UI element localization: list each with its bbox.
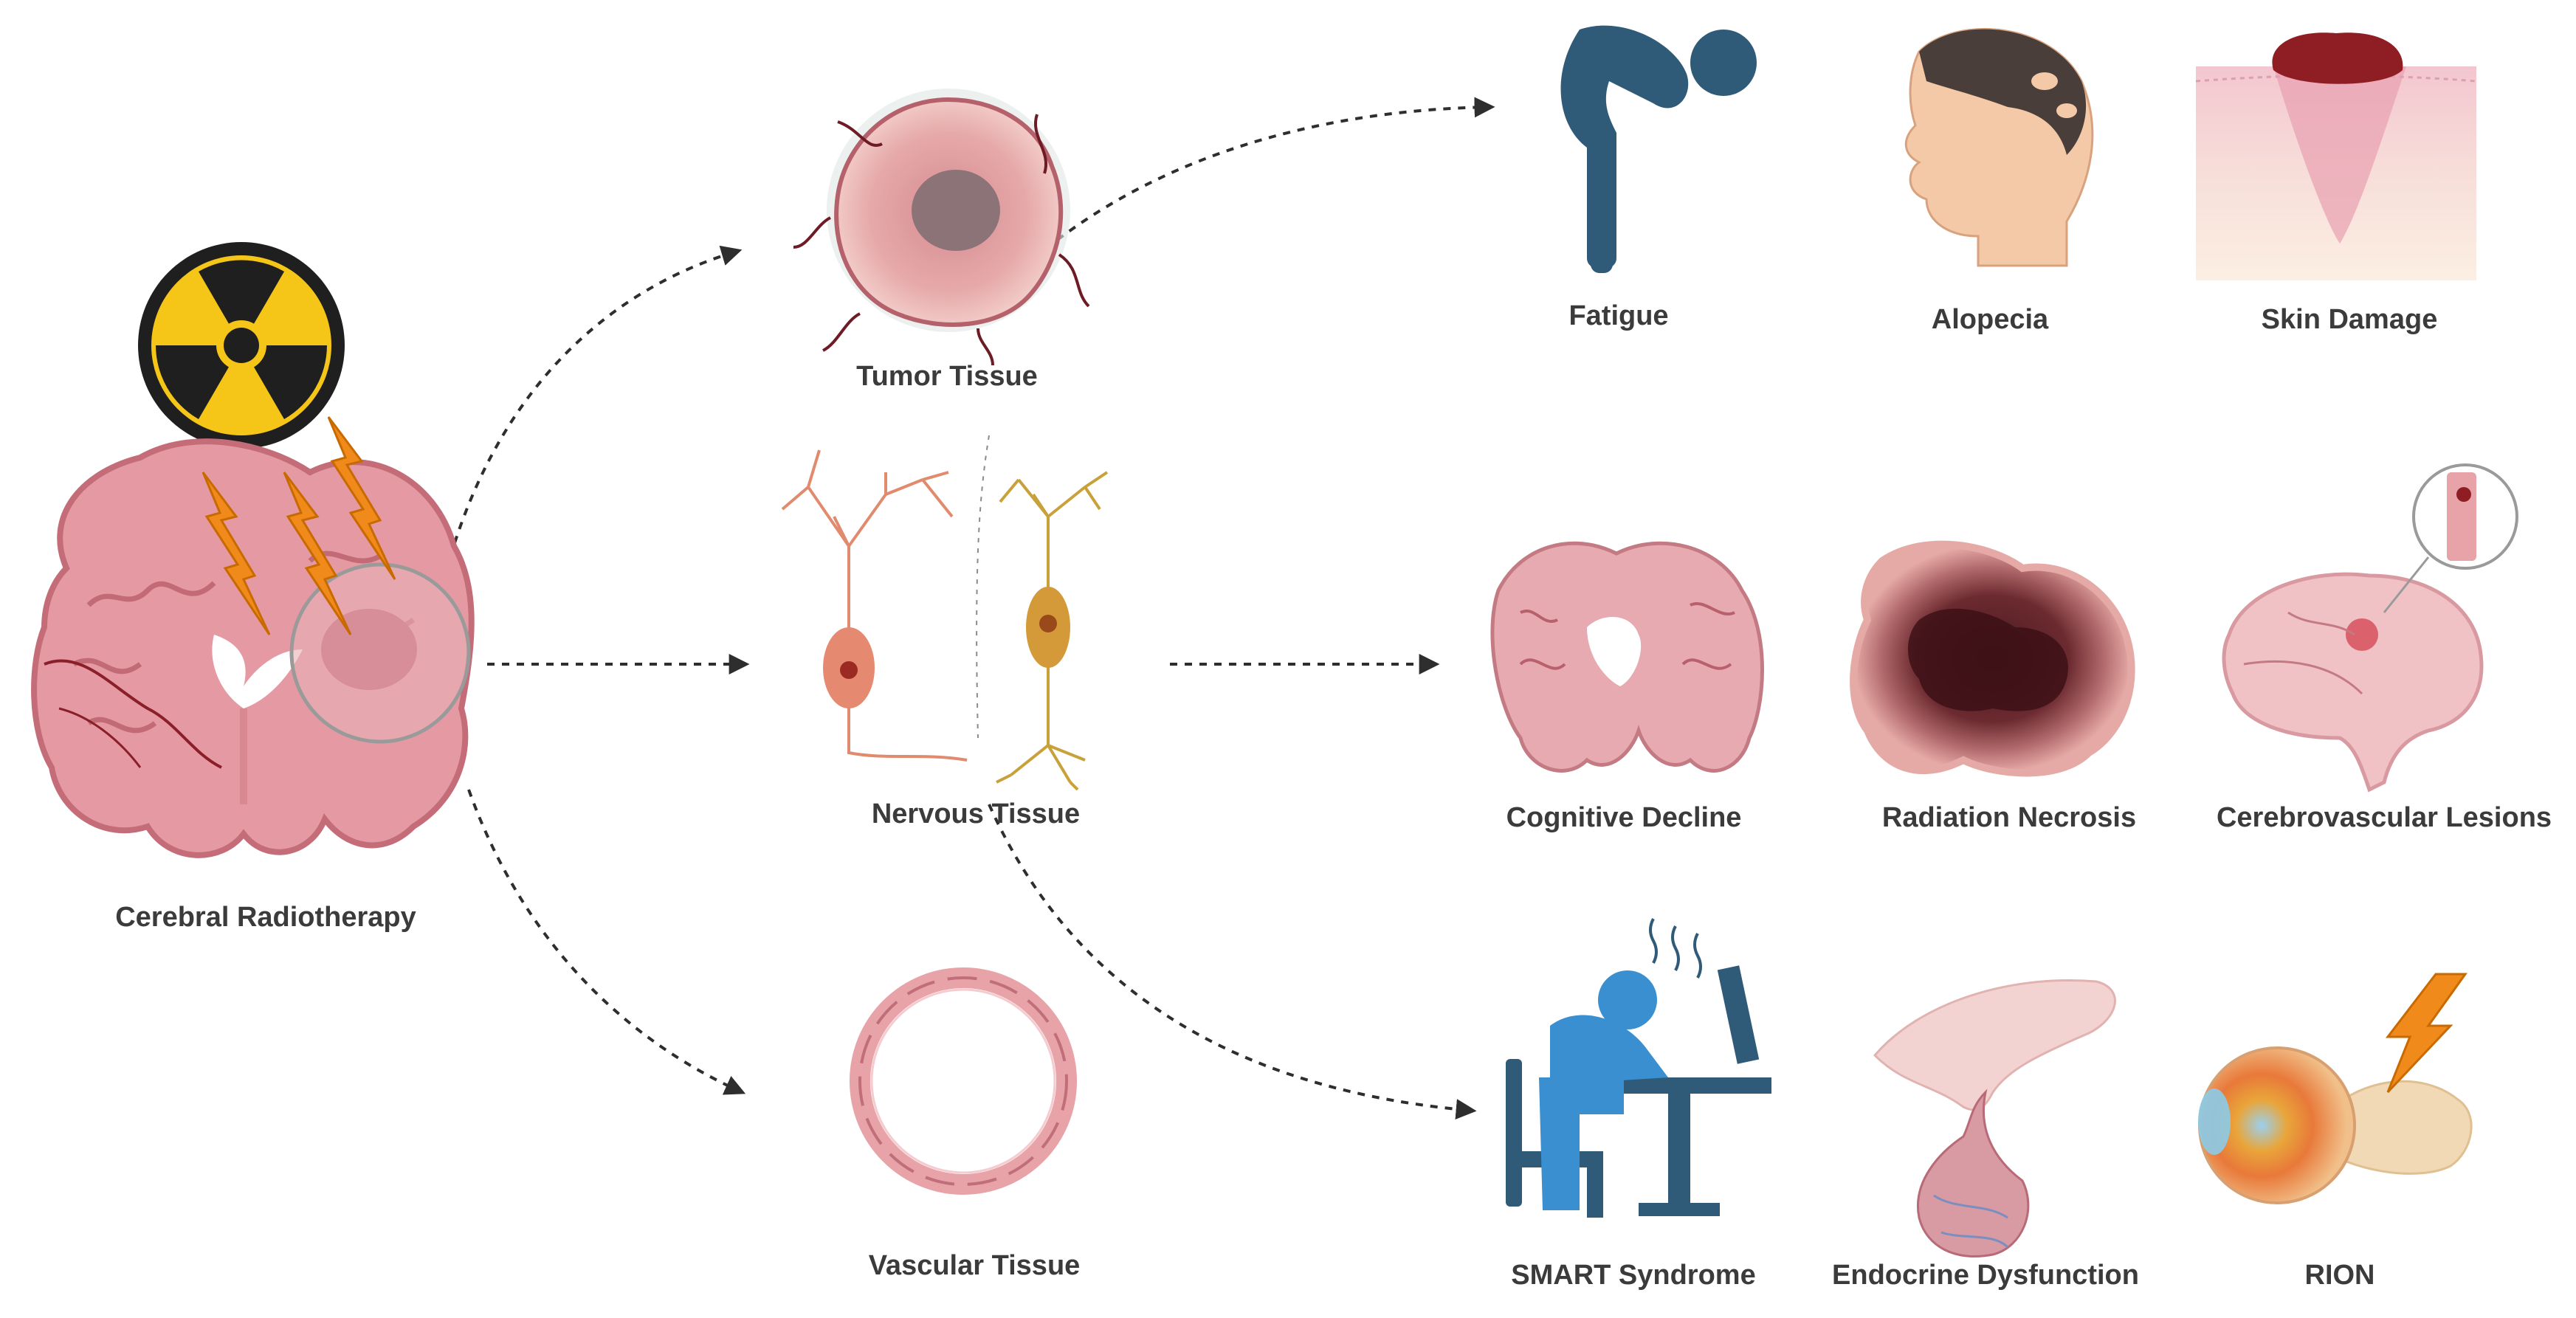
effect-label-alopecia: Alopecia [1932,304,2049,335]
eye-optic-nerve-lightning-icon [2198,973,2473,1204]
pituitary-gland-icon [1873,979,2116,1258]
arrows [449,97,1495,1120]
connector-dashed-line [976,435,990,739]
effect-label-radiation-necrosis: Radiation Necrosis [1882,802,2136,833]
arrow-to-tumor [449,245,743,558]
person-headache-at-desk-icon [1506,918,1771,1218]
neuron-gold [996,471,1109,791]
arrow-nervous-to-smart [988,804,1477,1120]
neuron-pink [781,449,968,762]
arrow-to-vascular [467,789,746,1095]
tissue-label-tumor: Tumor Tissue [856,361,1038,392]
effect-label-cerebrovascular-lesions: Cerebrovascular Lesions [2217,802,2552,833]
labels: Cerebral Radiotherapy Tumor Tissue Nervo… [115,300,2552,1291]
effect-label-fatigue: Fatigue [1568,300,1668,331]
tissue-label-nervous: Nervous Tissue [872,798,1080,829]
source-label: Cerebral Radiotherapy [115,902,416,933]
skin-section-icon [2195,32,2477,280]
brain-coronal-icon [31,438,475,858]
effect-label-smart-syndrome: SMART Syndrome [1511,1260,1755,1291]
lightning-bolts [202,416,396,635]
necrotic-lesion-icon [1850,540,2135,777]
brain-with-vessel-lesion-icon [2222,463,2518,793]
fatigued-person-icon [1560,25,1757,273]
brain-coronal-section-icon [1490,541,1764,773]
effect-label-cognitive-decline: Cognitive Decline [1506,802,1742,833]
tissue-label-vascular: Vascular Tissue [869,1250,1081,1281]
tumor-tissue-icon [793,89,1090,366]
neurons-icon [781,449,1109,791]
effect-label-rion: RION [2305,1260,2375,1291]
head-hair-loss-icon [1904,27,2094,267]
radiation-hazard-icon [138,242,345,449]
blood-vessel-ring-icon [850,967,1077,1195]
effect-label-skin-damage: Skin Damage [2262,304,2438,335]
effect-label-endocrine-dysfunction: Endocrine Dysfunction [1832,1260,2139,1291]
